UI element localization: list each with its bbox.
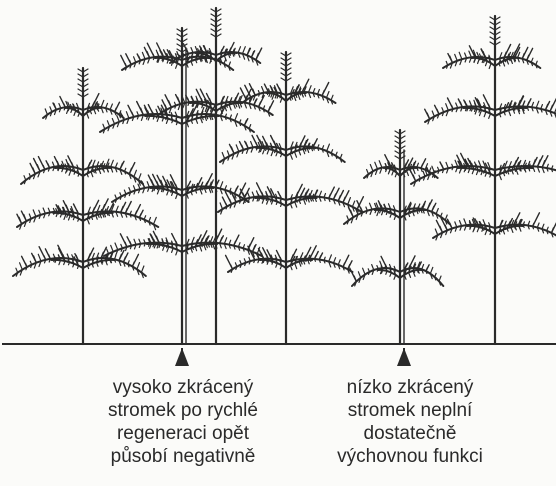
caption-low-line-1: nízko zkrácený [305,376,515,399]
caption-high-pruned: vysoko zkrácený stromek po rychlé regene… [78,376,288,468]
arrow-left-icon [175,348,189,366]
tree-6 [409,16,556,344]
caption-high-line-1: vysoko zkrácený [78,376,288,399]
arrow-right-icon [397,348,411,366]
caption-low-line-2: stromek neplní [305,399,515,422]
caption-high-line-3: regeneraci opět [78,422,288,445]
tree-2-high-pruned [100,28,262,344]
caption-low-line-4: výchovnou funkci [305,445,515,468]
caption-low-pruned: nízko zkrácený stromek neplní dostatečně… [305,376,515,468]
tree-3 [158,8,274,344]
caption-low-line-3: dostatečně [305,422,515,445]
tree-1 [13,68,158,344]
caption-high-line-4: působí negativně [78,445,288,468]
tree-group [13,8,556,344]
tree-4 [218,52,363,344]
caption-high-line-2: stromek po rychlé [78,399,288,422]
